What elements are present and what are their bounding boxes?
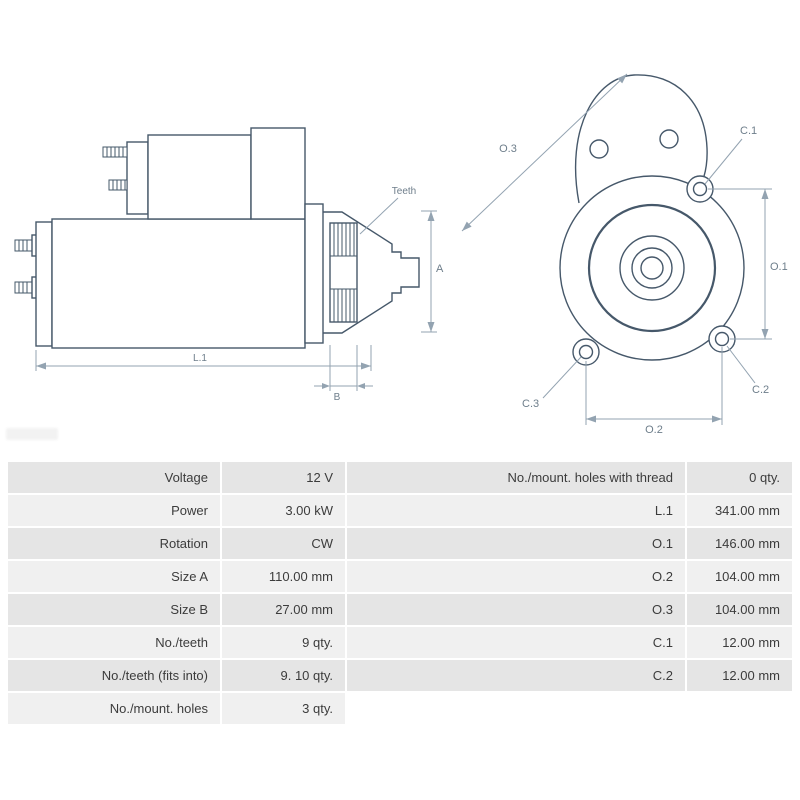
dim-label-c1: C.1: [740, 125, 757, 137]
spec-value: 110.00 mm: [222, 561, 345, 592]
spec-label: No./mount. holes with thread: [347, 462, 685, 493]
dim-label-b: B: [334, 392, 341, 403]
table-row: Size A 110.00 mm O.2 104.00 mm: [8, 561, 792, 592]
table-row: No./teeth (fits into) 9. 10 qty. C.2 12.…: [8, 660, 792, 691]
dim-label-c2: C.2: [752, 384, 769, 396]
hole-c2: [714, 331, 730, 347]
technical-drawing: Teeth A L.1 B: [6, 73, 788, 440]
spec-value: [687, 693, 792, 724]
table-row: No./mount. holes 3 qty.: [8, 693, 792, 724]
side-view: [14, 127, 420, 349]
spec-label: Size A: [8, 561, 220, 592]
spec-label: O.1: [347, 528, 685, 559]
spec-value: 341.00 mm: [687, 495, 792, 526]
spec-value: 146.00 mm: [687, 528, 792, 559]
spec-table: Voltage 12 V No./mount. holes with threa…: [8, 462, 792, 724]
spec-label: [347, 693, 685, 724]
spec-label: O.3: [347, 594, 685, 625]
spec-value: CW: [222, 528, 345, 559]
starter-motor-diagram: Teeth A L.1 B: [14, 73, 788, 436]
spec-value: 12 V: [222, 462, 345, 493]
table-row: Rotation CW O.1 146.00 mm: [8, 528, 792, 559]
spec-value: 9 qty.: [222, 627, 345, 658]
dim-label-o2: O.2: [645, 424, 663, 436]
dim-label-o1: O.1: [770, 261, 788, 273]
hole-c3: [578, 344, 594, 360]
spec-label: Power: [8, 495, 220, 526]
drive-end-flange: [304, 203, 324, 344]
teeth-label: Teeth: [392, 186, 416, 197]
rear-end-cap: [35, 221, 53, 347]
spec-label: L.1: [347, 495, 685, 526]
watermark: [6, 428, 58, 440]
spec-label: No./teeth (fits into): [8, 660, 220, 691]
mounting-ear: [574, 74, 708, 204]
spec-label: Rotation: [8, 528, 220, 559]
motor-body: [51, 218, 306, 349]
spec-value: 9. 10 qty.: [222, 660, 345, 691]
solenoid: [147, 134, 252, 220]
bell-housing: [323, 211, 420, 334]
spec-label: C.2: [347, 660, 685, 691]
spec-label: Size B: [8, 594, 220, 625]
dim-label-a: A: [436, 263, 444, 275]
spec-value: 12.00 mm: [687, 660, 792, 691]
hole-c1: [692, 181, 708, 197]
spec-label: O.2: [347, 561, 685, 592]
dim-label-l1: L.1: [193, 353, 207, 364]
spec-value: 3.00 kW: [222, 495, 345, 526]
spec-label: C.1: [347, 627, 685, 658]
spec-value: 104.00 mm: [687, 561, 792, 592]
dim-label-o3: O.3: [499, 143, 517, 155]
table-row: Size B 27.00 mm O.3 104.00 mm: [8, 594, 792, 625]
spec-value: 12.00 mm: [687, 627, 792, 658]
side-view-dimensions: [35, 197, 437, 391]
spec-value: 0 qty.: [687, 462, 792, 493]
spec-label: No./teeth: [8, 627, 220, 658]
front-view: [559, 74, 745, 366]
spec-value: 27.00 mm: [222, 594, 345, 625]
spec-label: Voltage: [8, 462, 220, 493]
table-row: Power 3.00 kW L.1 341.00 mm: [8, 495, 792, 526]
spec-value: 104.00 mm: [687, 594, 792, 625]
table-row: Voltage 12 V No./mount. holes with threa…: [8, 462, 792, 493]
dim-label-c3: C.3: [522, 398, 539, 410]
spec-label: No./mount. holes: [8, 693, 220, 724]
table-row: No./teeth 9 qty. C.1 12.00 mm: [8, 627, 792, 658]
spec-value: 3 qty.: [222, 693, 345, 724]
